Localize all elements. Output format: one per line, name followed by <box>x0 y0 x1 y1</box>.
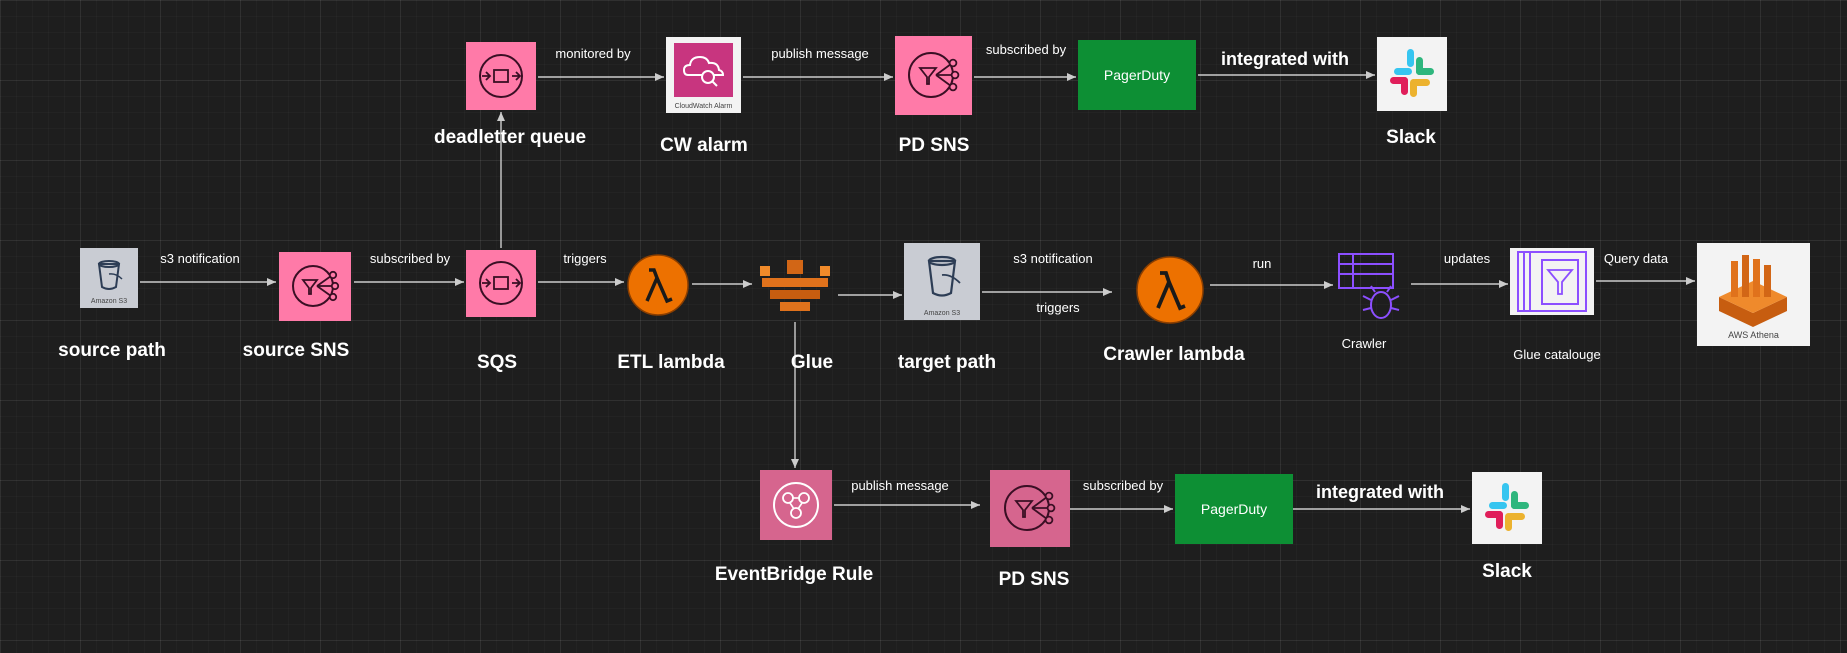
edge-label-run: run <box>1252 256 1272 271</box>
deadletter-queue-label: deadletter queue <box>433 127 587 148</box>
eventbridge-rule-label: EventBridge Rule <box>714 564 874 585</box>
source-sns-label: source SNS <box>242 340 350 361</box>
crawler-icon <box>1335 250 1409 325</box>
slack-top-icon <box>1377 37 1447 111</box>
sqs-label: SQS <box>476 352 518 373</box>
edge-label-subscribed-by-bottom: subscribed by <box>1082 478 1164 493</box>
cw-alarm-label: CW alarm <box>660 135 748 156</box>
crawler-lambda-icon <box>1131 256 1209 324</box>
edge-label-publish-message-top: publish message <box>771 46 869 61</box>
athena-icon: AWS Athena <box>1697 243 1810 346</box>
pagerduty-top-text: PagerDuty <box>1103 67 1171 83</box>
source-path-label: source path <box>58 340 166 361</box>
edge-label-publish-message-bottom: publish message <box>851 478 949 493</box>
edge-label-monitored-by: monitored by <box>555 46 631 61</box>
crawler-label: Crawler <box>1341 336 1387 351</box>
glue-label: Glue <box>790 352 834 373</box>
source-path-s3-icon: Amazon S3 <box>80 248 138 308</box>
edge-label-subscribed-by-1: subscribed by <box>369 251 451 266</box>
edge-label-updates: updates <box>1443 251 1491 266</box>
target-path-caption: Amazon S3 <box>923 310 961 317</box>
crawler-lambda-label: Crawler lambda <box>1103 344 1245 365</box>
edge-label-integrated-with-top: integrated with <box>1220 49 1350 69</box>
pd-sns-top-label: PD SNS <box>898 135 970 156</box>
glue-icon <box>754 256 836 320</box>
cw-alarm-icon: CloudWatch Alarm <box>666 37 741 113</box>
slack-bottom-label: Slack <box>1482 561 1532 582</box>
glue-catalogue-label: Glue catalouge <box>1513 347 1601 362</box>
cw-alarm-caption: CloudWatch Alarm <box>674 103 733 110</box>
deadletter-queue-icon <box>466 42 536 110</box>
pd-sns-bottom-icon <box>990 470 1070 547</box>
pd-sns-bottom-label: PD SNS <box>998 569 1070 590</box>
target-path-label: target path <box>897 352 997 373</box>
edge-label-query-data: Query data <box>1603 251 1669 266</box>
pd-sns-top-icon <box>895 36 972 115</box>
etl-lambda-label: ETL lambda <box>617 352 725 373</box>
edge-label-triggers-2: triggers <box>1036 300 1080 315</box>
pagerduty-bottom-text: PagerDuty <box>1200 501 1268 517</box>
edge-label-s3-notification-1: s3 notification <box>160 251 240 266</box>
slack-bottom-icon <box>1472 472 1542 544</box>
glue-catalogue-icon <box>1510 248 1594 315</box>
edge-label-triggers-1: triggers <box>563 251 607 266</box>
pagerduty-top-logo: PagerDuty <box>1078 40 1196 110</box>
athena-caption: AWS Athena <box>1728 330 1779 340</box>
source-path-caption: Amazon S3 <box>90 298 128 305</box>
eventbridge-rule-icon <box>760 470 832 540</box>
etl-lambda-icon <box>627 254 689 316</box>
edge-label-s3-notification-2: s3 notification <box>1013 251 1093 266</box>
source-sns-icon <box>279 252 351 321</box>
pagerduty-bottom-logo: PagerDuty <box>1175 474 1293 544</box>
sqs-icon <box>466 250 536 317</box>
edge-label-subscribed-by-top: subscribed by <box>985 42 1067 57</box>
slack-top-label: Slack <box>1386 127 1436 148</box>
edge-label-integrated-with-bottom: integrated with <box>1315 482 1445 502</box>
target-path-s3-icon: Amazon S3 <box>904 243 980 320</box>
